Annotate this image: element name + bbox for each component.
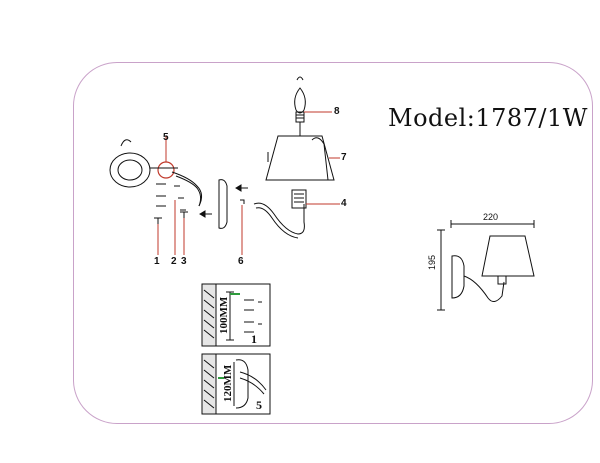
screw-leaders — [157, 136, 185, 255]
detail-5 — [201, 353, 271, 415]
dimension-height: 195 — [427, 254, 437, 270]
lamp-arm — [253, 189, 307, 239]
part-label-1: 1 — [154, 256, 160, 267]
drawing-frame — [73, 62, 593, 424]
part-label-4: 4 — [341, 198, 347, 209]
direction-arrows — [199, 184, 248, 218]
part-label-8: 8 — [334, 106, 340, 117]
screws — [154, 211, 188, 224]
detail-1 — [201, 283, 271, 347]
part-label-2: 2 — [171, 256, 177, 267]
model-title: Model:1787/1W — [388, 104, 588, 132]
mounting-plate-exploded — [109, 139, 203, 211]
dimension-width: 220 — [483, 212, 499, 222]
lamp-shade — [265, 135, 335, 181]
assembled-view — [437, 220, 535, 311]
detail-1-label: 1 — [251, 332, 257, 346]
candle-bulb — [294, 76, 306, 136]
detail-5-spacing: 120MM — [222, 364, 234, 402]
wall-plate — [218, 179, 228, 229]
detail-5-label: 5 — [256, 398, 262, 412]
part-label-5: 5 — [163, 132, 169, 143]
detail-1-spacing: 100MM — [218, 296, 230, 334]
part-label-7: 7 — [341, 152, 347, 163]
nut-6 — [240, 199, 245, 204]
part-label-3: 3 — [181, 256, 187, 267]
part-label-6: 6 — [238, 256, 244, 267]
